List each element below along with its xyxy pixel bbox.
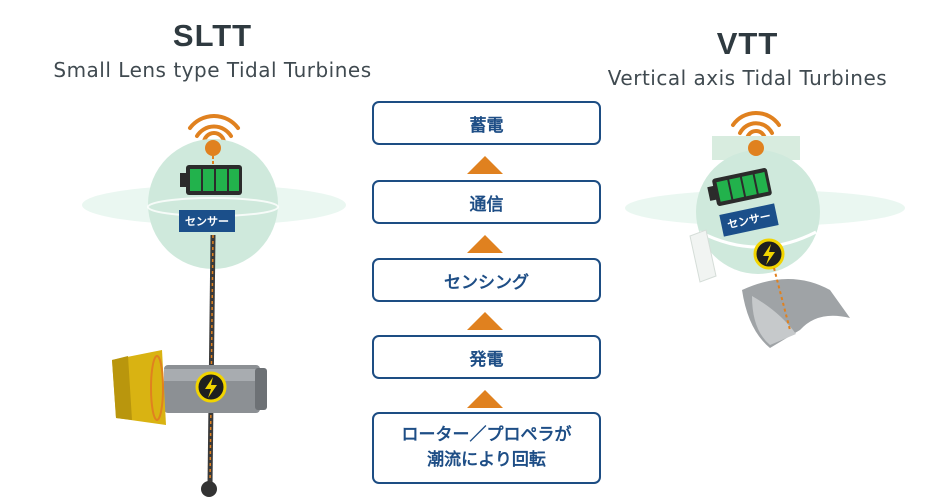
wifi-icon — [188, 114, 240, 145]
sltt-subtitle: Small Lens type Tidal Turbines — [53, 58, 372, 82]
sltt-illustration — [82, 114, 346, 497]
step-box-communication: 通信 — [372, 180, 601, 224]
sltt-sensor-label: センサー — [179, 210, 235, 232]
battery-icon — [180, 165, 242, 195]
rotor-line-1: ローター／プロペラが — [401, 425, 572, 445]
up-arrow-icon — [467, 312, 503, 330]
lightning-icon — [195, 371, 227, 403]
vtt-subtitle: Vertical axis Tidal Turbines — [607, 66, 888, 90]
vtt-illustration — [625, 111, 905, 348]
up-arrow-icon — [467, 235, 503, 253]
up-arrow-icon — [467, 390, 503, 408]
vtt-title: VTT — [716, 26, 779, 61]
battery-icon — [707, 168, 772, 206]
rotor-line-2: 潮流により回転 — [427, 450, 546, 470]
sltt-title-block: SLTT Small Lens type Tidal Turbines — [10, 18, 415, 82]
up-arrow-icon — [467, 156, 503, 174]
step-box-charging: 蓄電 — [372, 101, 601, 145]
step-box-rotor-rotation: ローター／プロペラが 潮流により回転 — [372, 412, 601, 484]
wifi-icon — [731, 111, 781, 142]
step-box-sensing: センシング — [372, 258, 601, 302]
sltt-title: SLTT — [172, 18, 253, 53]
step-box-power-generation: 発電 — [372, 335, 601, 379]
lightning-icon — [753, 238, 785, 270]
vtt-title-block: VTT Vertical axis Tidal Turbines — [565, 26, 930, 90]
